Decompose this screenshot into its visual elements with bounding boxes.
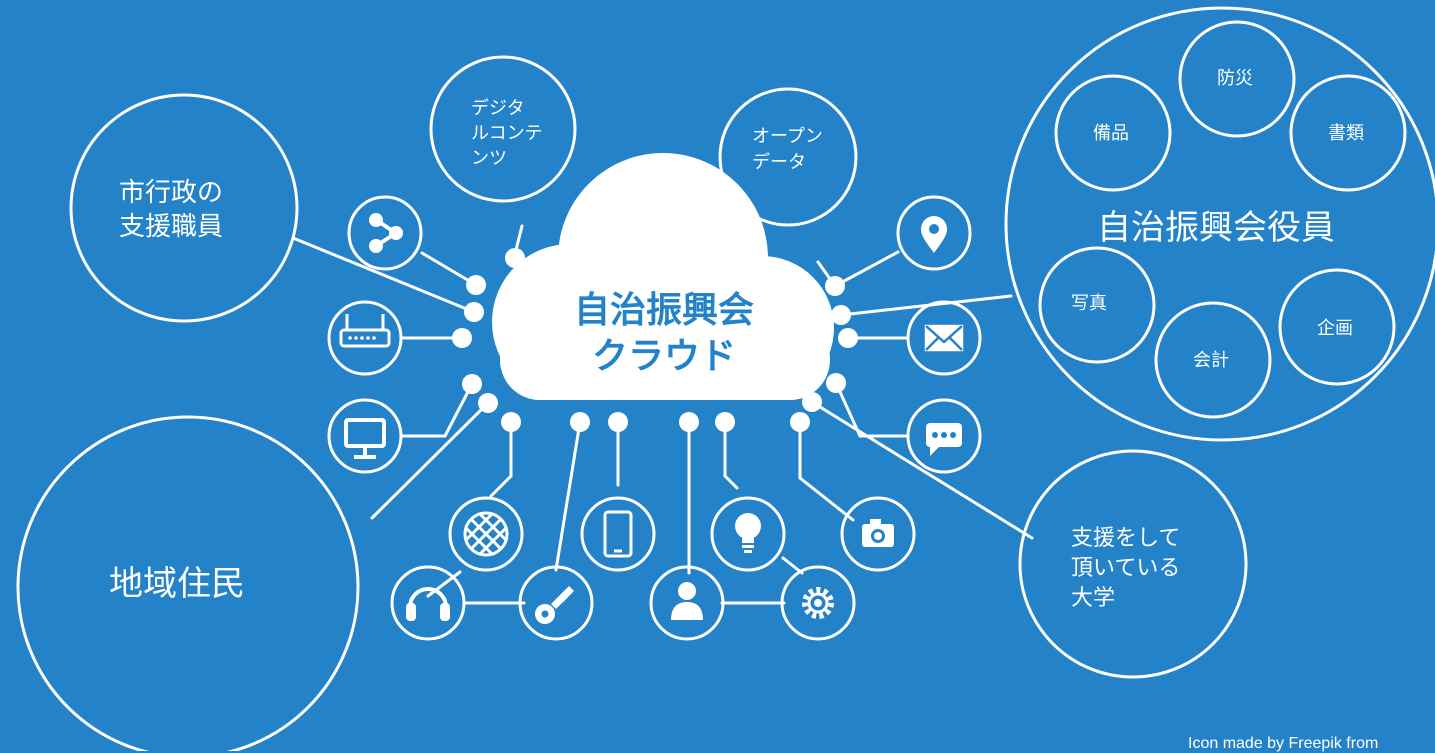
connector-residents <box>370 401 490 520</box>
officers-item-bubble-kikaku <box>1278 268 1396 386</box>
digital-content-label: デジタ ルコンテ ンツ <box>471 98 543 169</box>
cloud-title-line1: 自治振興会 <box>573 290 754 331</box>
monitor-icon-circle <box>327 398 403 474</box>
connector-dots <box>452 248 858 432</box>
university-label: 支援をして 頂いている 大学 <box>1071 526 1181 611</box>
gear-icon-circle <box>780 565 856 641</box>
officers-item-kaikei: 会計 <box>1193 350 1229 371</box>
officers-item-bubble-bousai <box>1178 20 1296 138</box>
university-bubble <box>1018 449 1248 679</box>
chat-icon <box>926 423 962 456</box>
officers-item-bubble-kaikei <box>1154 301 1272 419</box>
camera-icon <box>862 519 894 547</box>
connector-bulb-b <box>723 474 739 490</box>
connector-gear <box>781 556 804 575</box>
officers-bubble <box>1004 6 1435 442</box>
chat-icon-circle <box>906 398 982 474</box>
digital-content-bubble <box>429 55 577 203</box>
share-icon-circle <box>347 195 423 271</box>
icon-credit-text: Icon made by Freepik from <box>1188 735 1379 752</box>
connector-university <box>810 400 1034 540</box>
location-pin-icon-circle <box>896 195 972 271</box>
officers-item-shashin: 写真 <box>1071 293 1107 314</box>
camera-icon-circle <box>840 496 916 572</box>
globe-icon <box>463 511 509 557</box>
city-staff-bubble <box>69 93 299 323</box>
officers-item-bousai: 防災 <box>1217 68 1253 89</box>
connector-location <box>833 250 900 288</box>
connector-camera-b <box>798 476 855 522</box>
connector-city-staff <box>291 236 476 314</box>
key-icon-circle <box>518 565 594 641</box>
lightbulb-icon-circle <box>710 496 786 572</box>
headphones-icon-circle <box>390 565 466 641</box>
officers-item-bubble-bihin <box>1054 74 1172 192</box>
gear-icon <box>802 587 834 619</box>
monitor-icon <box>344 418 386 459</box>
officers-item-bihin: 備品 <box>1093 123 1129 144</box>
key-icon <box>535 586 574 624</box>
router-icon-circle <box>327 300 403 376</box>
open-data-bubble <box>718 87 858 227</box>
connector-key <box>554 420 582 572</box>
user-icon-circle <box>649 565 725 641</box>
officers-item-bubble-shorui <box>1289 74 1407 192</box>
share-icon <box>369 213 403 253</box>
globe-icon-circle <box>448 496 524 572</box>
user-icon <box>671 582 703 620</box>
tablet-icon <box>603 510 633 558</box>
officers-item-bubble-shashin <box>1038 246 1156 364</box>
mail-icon-circle <box>906 300 982 376</box>
cloud-shape <box>492 153 834 400</box>
residents-label: 地域住民 <box>109 564 245 604</box>
city-staff-label: 市行政の 支援職員 <box>119 178 224 242</box>
connector-lines <box>291 224 1034 605</box>
officers-label: 自治振興会役員 <box>1097 208 1335 248</box>
location-pin-icon <box>921 216 947 253</box>
officers-item-shorui: 書類 <box>1328 123 1364 144</box>
officers-item-kikaku: 企画 <box>1317 318 1353 339</box>
tablet-icon-circle <box>580 496 656 572</box>
router-icon <box>339 314 391 348</box>
mail-icon <box>924 324 964 352</box>
connector-globe-b <box>489 474 513 498</box>
residents-bubble <box>16 415 360 751</box>
cloud-title-line2: クラウド <box>591 336 736 377</box>
connector-share <box>420 251 478 287</box>
open-data-label: オープン データ <box>752 126 823 173</box>
connector-headphones <box>426 570 462 598</box>
lightbulb-icon <box>735 513 761 553</box>
headphones-icon <box>406 587 450 621</box>
